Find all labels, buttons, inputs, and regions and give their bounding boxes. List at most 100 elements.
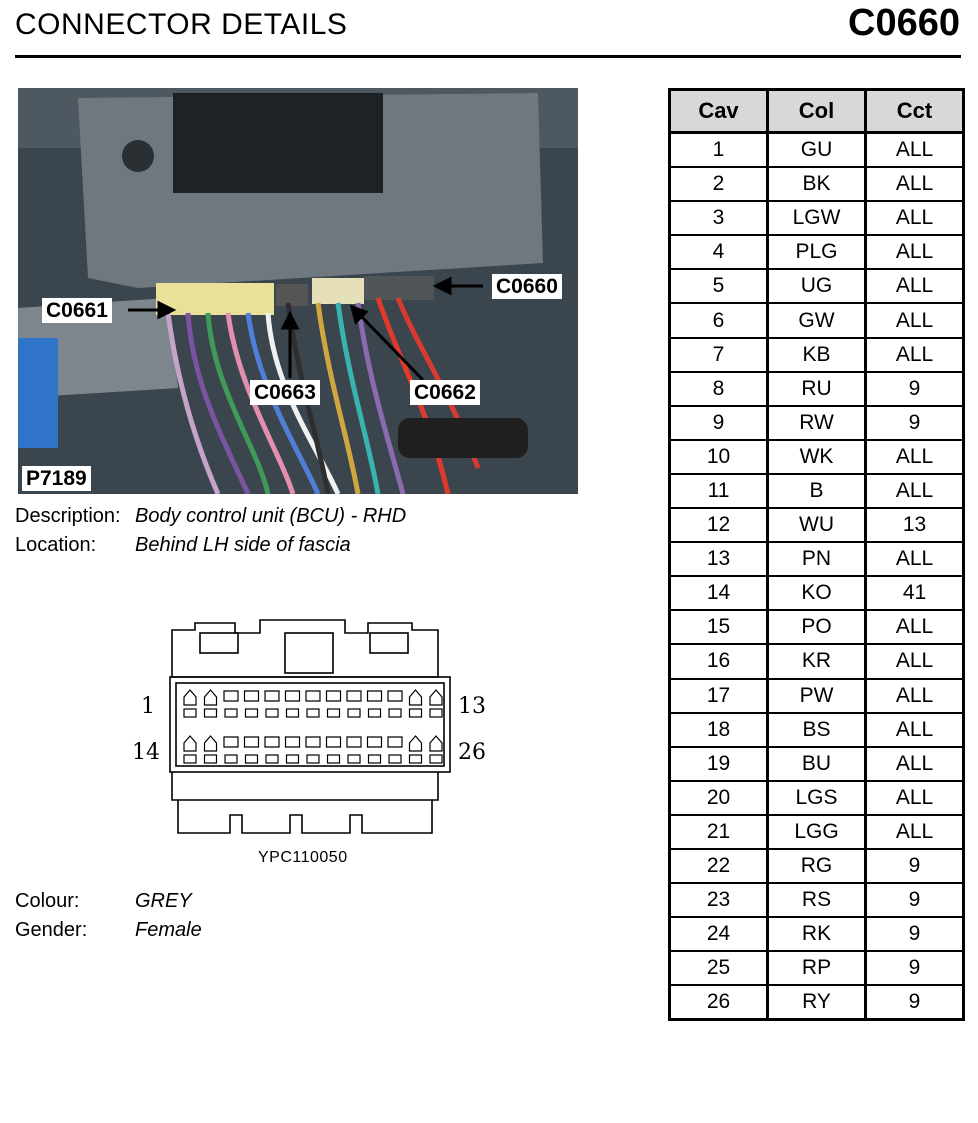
cell-cav: 23 bbox=[669, 882, 769, 918]
gender-value: Female bbox=[135, 919, 202, 941]
cell-cav: 6 bbox=[669, 302, 769, 339]
cell-cct: ALL bbox=[865, 302, 964, 339]
gender-label: Gender: bbox=[15, 919, 88, 941]
cell-cct: 9 bbox=[865, 371, 964, 407]
cell-col: BK bbox=[767, 166, 867, 202]
cavity-terminal-22 bbox=[347, 754, 361, 764]
cavity-23 bbox=[366, 736, 383, 748]
cavity-24 bbox=[387, 736, 403, 748]
cavity-9 bbox=[346, 690, 362, 702]
cell-col: UG bbox=[767, 268, 867, 304]
cell-col: WU bbox=[767, 507, 867, 543]
cell-cct: ALL bbox=[865, 132, 964, 168]
cell-cav: 25 bbox=[669, 950, 769, 986]
cell-col: RU bbox=[767, 371, 867, 407]
cavity-14 bbox=[183, 735, 197, 752]
cell-cav: 7 bbox=[669, 337, 769, 373]
cavity-12 bbox=[408, 689, 423, 706]
connector-face-diagram bbox=[169, 619, 451, 834]
cell-cct: ALL bbox=[865, 473, 964, 509]
cell-cct: 9 bbox=[865, 882, 964, 918]
cell-cct: ALL bbox=[865, 677, 964, 714]
cavity-3 bbox=[223, 690, 239, 702]
header-cav: Cav bbox=[669, 89, 769, 134]
cavity-25 bbox=[408, 735, 423, 752]
cell-col: KB bbox=[767, 337, 867, 373]
cell-col: RS bbox=[767, 882, 867, 918]
cavity-terminal-20 bbox=[306, 754, 320, 764]
cavity-21 bbox=[325, 736, 342, 748]
header-cct: Cct bbox=[865, 89, 964, 134]
cell-cct: ALL bbox=[865, 234, 964, 270]
cavity-1 bbox=[183, 689, 197, 706]
callout-c0660: C0660 bbox=[492, 274, 562, 299]
cell-cav: 19 bbox=[669, 746, 769, 782]
cell-cct: ALL bbox=[865, 712, 964, 748]
description-label: Description: bbox=[15, 505, 121, 527]
location-value: Behind LH side of fascia bbox=[135, 534, 351, 556]
cell-col: WK bbox=[767, 439, 867, 475]
cell-col: PN bbox=[767, 541, 867, 577]
cavity-17 bbox=[243, 736, 260, 748]
diagram-part-number: YPC110050 bbox=[258, 849, 348, 866]
cell-col: LGW bbox=[767, 200, 867, 236]
cell-cct: ALL bbox=[865, 643, 964, 680]
cell-cav: 3 bbox=[669, 200, 769, 236]
cell-cct: ALL bbox=[865, 541, 964, 577]
cavity-11 bbox=[387, 690, 403, 702]
cell-cct: ALL bbox=[865, 337, 964, 373]
cavity-22 bbox=[346, 736, 362, 748]
cell-col: LGS bbox=[767, 780, 867, 816]
cavity-terminal-8 bbox=[326, 708, 341, 718]
cell-cct: 9 bbox=[865, 916, 964, 952]
cell-col: GU bbox=[767, 132, 867, 168]
cell-col: RP bbox=[767, 950, 867, 986]
cell-col: KO bbox=[767, 575, 867, 611]
cavity-4 bbox=[243, 690, 260, 702]
cell-cav: 22 bbox=[669, 848, 769, 884]
cavity-terminal-16 bbox=[224, 754, 238, 764]
cavity-19 bbox=[284, 736, 301, 748]
cavity-terminal-6 bbox=[285, 708, 300, 718]
cavity-terminal-12 bbox=[408, 708, 423, 718]
cell-cav: 20 bbox=[669, 780, 769, 816]
pin-label-1: 1 bbox=[141, 694, 155, 719]
cell-cav: 21 bbox=[669, 814, 769, 850]
cell-col: RW bbox=[767, 405, 867, 441]
pin-label-13: 13 bbox=[458, 694, 486, 719]
cavity-terminal-3 bbox=[224, 708, 238, 718]
cell-cav: 1 bbox=[669, 132, 769, 168]
callout-c0662: C0662 bbox=[410, 380, 480, 405]
cavity-18 bbox=[264, 736, 280, 748]
cell-col: BU bbox=[767, 746, 867, 782]
cavity-terminal-25 bbox=[408, 754, 423, 764]
cell-cav: 17 bbox=[669, 677, 769, 714]
cell-cct: ALL bbox=[865, 200, 964, 236]
cavity-terminal-1 bbox=[183, 708, 197, 718]
cavity-terminal-4 bbox=[244, 708, 259, 718]
cell-cav: 12 bbox=[669, 507, 769, 543]
cell-col: RG bbox=[767, 848, 867, 884]
pin-label-26: 26 bbox=[458, 740, 486, 765]
cell-col: PO bbox=[767, 609, 867, 645]
cell-cav: 14 bbox=[669, 575, 769, 611]
cell-cct: 9 bbox=[865, 950, 964, 986]
callout-c0663: C0663 bbox=[250, 380, 320, 405]
